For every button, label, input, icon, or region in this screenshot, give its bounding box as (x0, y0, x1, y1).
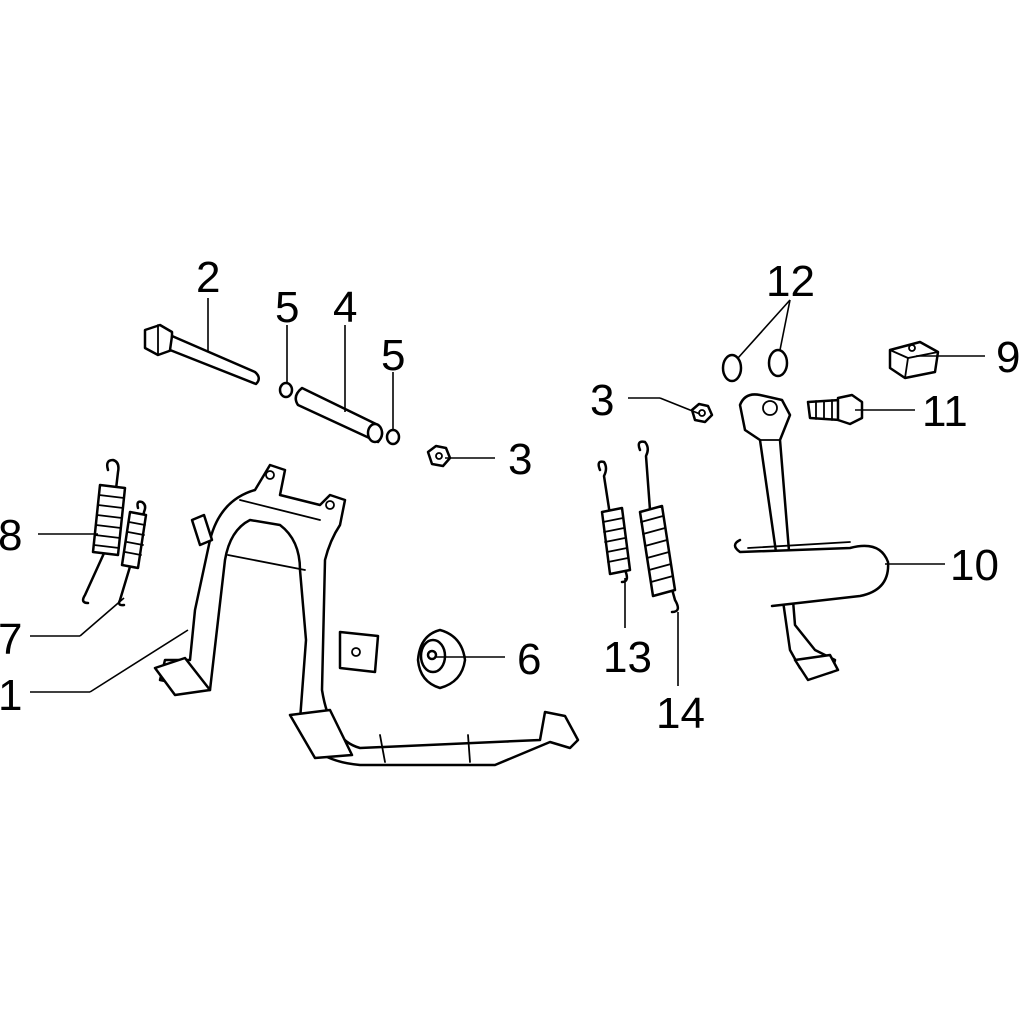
part-2-pivot-bolt (143, 323, 260, 386)
leader-7-angle (79, 597, 125, 637)
callout-3-right: 3 (590, 376, 614, 425)
callout-12: 12 (766, 257, 815, 306)
callout-13: 13 (603, 633, 652, 682)
leader-12-a (737, 299, 791, 359)
part-10-side-stand (738, 393, 840, 682)
part-12-washer-right (767, 348, 789, 378)
part-8-spring-large (81, 458, 127, 605)
part-3-nut-right (690, 402, 714, 424)
part-10-wire-bracket (733, 538, 890, 608)
part-3-nut-left (426, 444, 452, 468)
part-5-o-ring-right (385, 428, 401, 446)
leader-1-angle (89, 629, 189, 693)
callout-6: 6 (517, 635, 541, 684)
leader-lines (30, 298, 985, 693)
callout-9: 9 (996, 333, 1020, 382)
part-14-spring (637, 440, 680, 614)
part-11-pivot-bolt (806, 393, 864, 426)
part-9-block (888, 340, 940, 380)
part-4-sleeve (294, 386, 384, 444)
callout-3-left: 3 (508, 435, 532, 484)
part-1-main-stand (153, 463, 580, 767)
callout-1: 1 (0, 671, 22, 720)
leader-3-right-angle (659, 397, 701, 415)
part-5-o-ring-left (278, 381, 294, 399)
callout-10: 10 (950, 541, 999, 590)
part-7-spring-small (117, 500, 148, 607)
callout-7: 7 (0, 615, 22, 664)
callout-5-left: 5 (275, 283, 299, 332)
part-13-spring (597, 460, 632, 584)
part-6-rubber-bumper (416, 628, 467, 690)
callout-2: 2 (196, 253, 220, 302)
callout-14: 14 (656, 689, 705, 738)
part-12-washer-left (721, 353, 743, 383)
callout-5-right: 5 (381, 331, 405, 380)
callout-8: 8 (0, 511, 22, 560)
leader-12-b (779, 299, 791, 351)
callout-4: 4 (333, 283, 357, 332)
callout-11: 11 (922, 387, 968, 436)
callout-labels: 1 2 5 4 5 3 6 7 8 3 12 9 11 10 13 14 (0, 253, 1020, 738)
